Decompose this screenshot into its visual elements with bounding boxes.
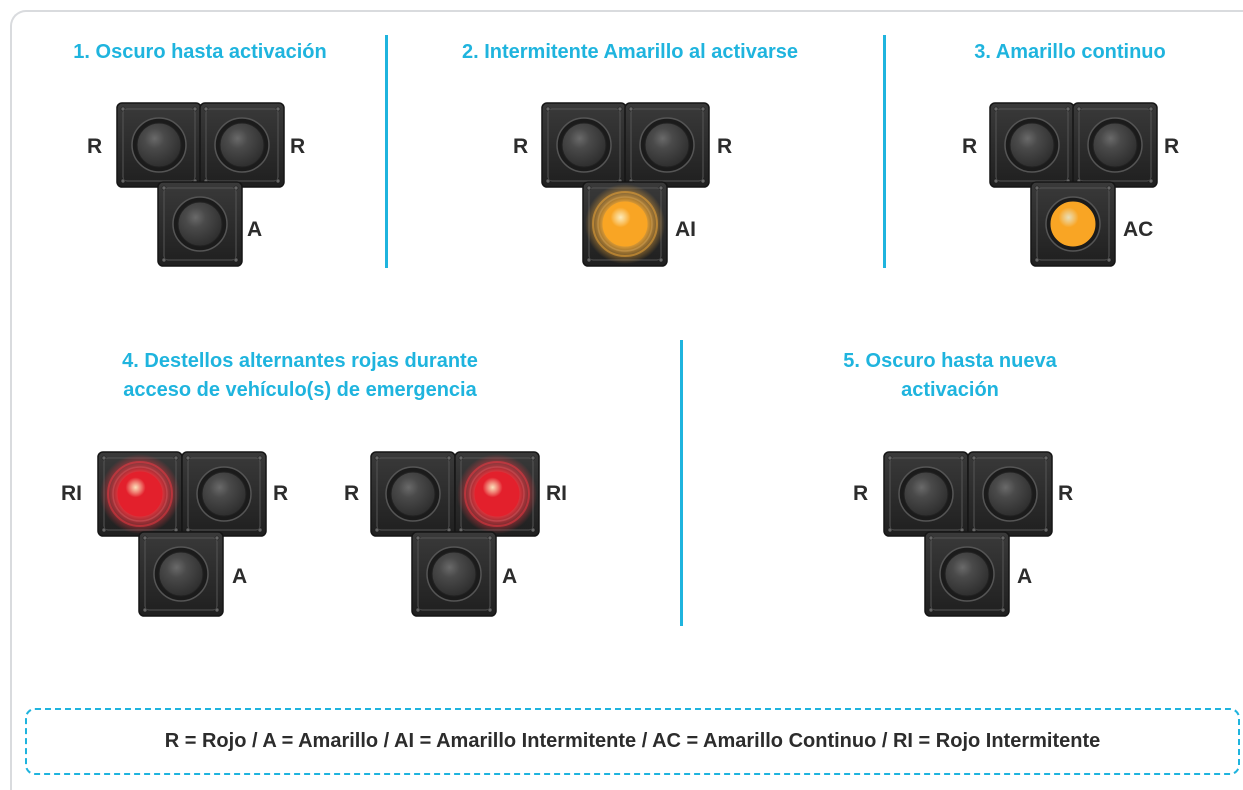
panel-3-label-right: R — [1164, 135, 1180, 158]
panel-5-signal-top-left — [882, 450, 970, 538]
panel-5-title-line-1: 5. Oscuro hasta nueva — [843, 350, 1057, 372]
panel-2-label-right: R — [717, 135, 733, 158]
panel-1-signal-bottom — [156, 180, 244, 268]
panel-1-label-left: R — [87, 135, 103, 158]
panel-2-label-bottom: AI — [675, 218, 696, 241]
diagram-frame — [10, 10, 1243, 790]
traffic-signal-icon — [157, 181, 243, 267]
panel-4a-signal-top-left — [96, 450, 184, 538]
panel-2-signal-top-right — [623, 101, 711, 189]
panel-5-signal-bottom — [923, 530, 1011, 618]
traffic-signal-icon — [454, 451, 540, 537]
panel-5-title: 5. Oscuro hasta nueva activación — [800, 347, 1100, 405]
traffic-signal-icon — [541, 102, 627, 188]
divider-2 — [883, 35, 886, 268]
traffic-signal-icon — [989, 102, 1075, 188]
panel-3-title: 3. Amarillo continuo — [974, 41, 1166, 63]
traffic-signal-icon — [967, 451, 1053, 537]
traffic-signal-icon — [181, 451, 267, 537]
panel-2-title: 2. Intermitente Amarillo al activarse — [461, 41, 799, 63]
traffic-signal-icon — [1030, 181, 1116, 267]
panel-4b-label-left: R — [344, 482, 360, 505]
panel-5-label-left: R — [853, 482, 869, 505]
panel-4b-signal-bottom — [410, 530, 498, 618]
panel-4b-signal-top-right — [453, 450, 541, 538]
panel-4b-label-right: RI — [546, 482, 567, 505]
panel-4b-label-bottom: A — [502, 565, 518, 588]
panel-5-label-right: R — [1058, 482, 1074, 505]
traffic-signal-icon — [582, 181, 668, 267]
traffic-signal-icon — [97, 451, 183, 537]
panel-5-label-bottom: A — [1017, 565, 1033, 588]
panel-1-title: 1. Oscuro hasta activación — [73, 41, 327, 63]
panel-3-signal-bottom — [1029, 180, 1117, 268]
divider-3 — [680, 340, 683, 626]
traffic-signal-icon — [624, 102, 710, 188]
panel-1-signal-top-right — [198, 101, 286, 189]
panel-5-title-line-2: activación — [901, 379, 999, 401]
panel-4a-label-right: R — [273, 482, 289, 505]
panel-5-signal-top-right — [966, 450, 1054, 538]
traffic-signal-icon — [411, 531, 497, 617]
divider-1 — [385, 35, 388, 268]
traffic-signal-icon — [116, 102, 202, 188]
traffic-signal-icon — [370, 451, 456, 537]
legend-text: R = Rojo / A = Amarillo / AI = Amarillo … — [164, 730, 1101, 752]
panel-3-signal-top-right — [1071, 101, 1159, 189]
panel-4a-label-left: RI — [61, 482, 82, 505]
panel-4-title: 4. Destellos alternantes rojas durante a… — [60, 347, 540, 405]
panel-1-label-bottom: A — [247, 218, 263, 241]
traffic-signal-icon — [199, 102, 285, 188]
panel-1-label-right: R — [290, 135, 306, 158]
traffic-signal-icon — [1072, 102, 1158, 188]
panel-4a-signal-bottom — [137, 530, 225, 618]
panel-3-signal-top-left — [988, 101, 1076, 189]
panel-4b-signal-top-left — [369, 450, 457, 538]
panel-3-label-left: R — [962, 135, 978, 158]
panel-3-label-bottom: AC — [1123, 218, 1154, 241]
panel-4-title-line-2: acceso de vehículo(s) de emergencia — [123, 379, 477, 401]
panel-1-signal-top-left — [115, 101, 203, 189]
legend-box: R = Rojo / A = Amarillo / AI = Amarillo … — [25, 708, 1240, 775]
traffic-signal-icon — [883, 451, 969, 537]
traffic-signal-icon — [924, 531, 1010, 617]
panel-4a-label-bottom: A — [232, 565, 248, 588]
panel-2-signal-bottom — [581, 180, 669, 268]
panel-4-title-line-1: 4. Destellos alternantes rojas durante — [122, 350, 478, 372]
panel-4a-signal-top-right — [180, 450, 268, 538]
panel-2-label-left: R — [513, 135, 529, 158]
traffic-signal-icon — [138, 531, 224, 617]
panel-2-signal-top-left — [540, 101, 628, 189]
